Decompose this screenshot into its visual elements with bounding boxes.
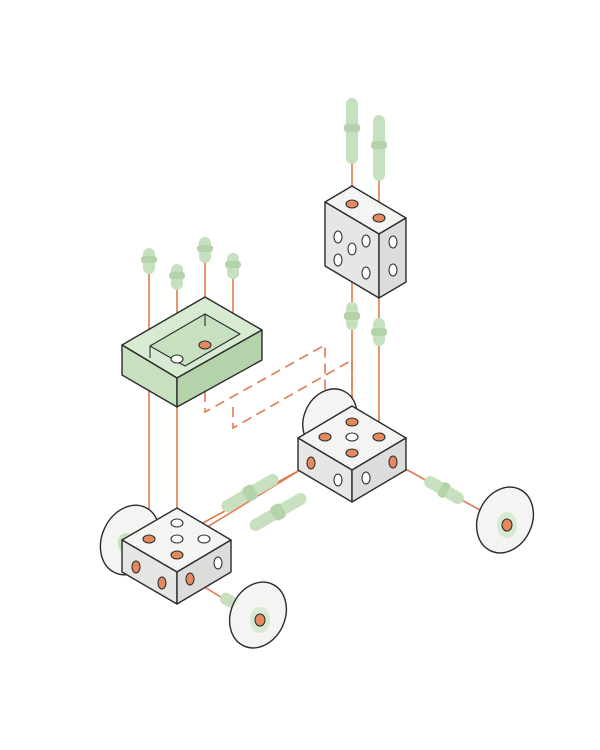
mid-pegs [344,302,387,346]
peg-mid-2 [371,318,387,346]
peg-tray-3 [197,237,213,263]
peg-top-1 [344,98,360,164]
tray-open-box [121,296,263,408]
peg-tray-4 [225,253,241,279]
wheel-front-left [228,581,288,649]
cube-lower-left [121,507,232,605]
cube-upper [324,185,407,299]
hidden-edge-dashes [204,343,353,430]
connector-rods [219,474,464,608]
top-pegs [344,98,387,181]
wheel-front-right [475,486,535,554]
peg-tray-1 [141,248,157,274]
peg-tray-2 [169,264,185,290]
peg-top-2 [371,115,387,181]
peg-mid-1 [344,302,360,330]
tray-pegs [141,237,241,290]
cube-lower-right [297,405,407,503]
